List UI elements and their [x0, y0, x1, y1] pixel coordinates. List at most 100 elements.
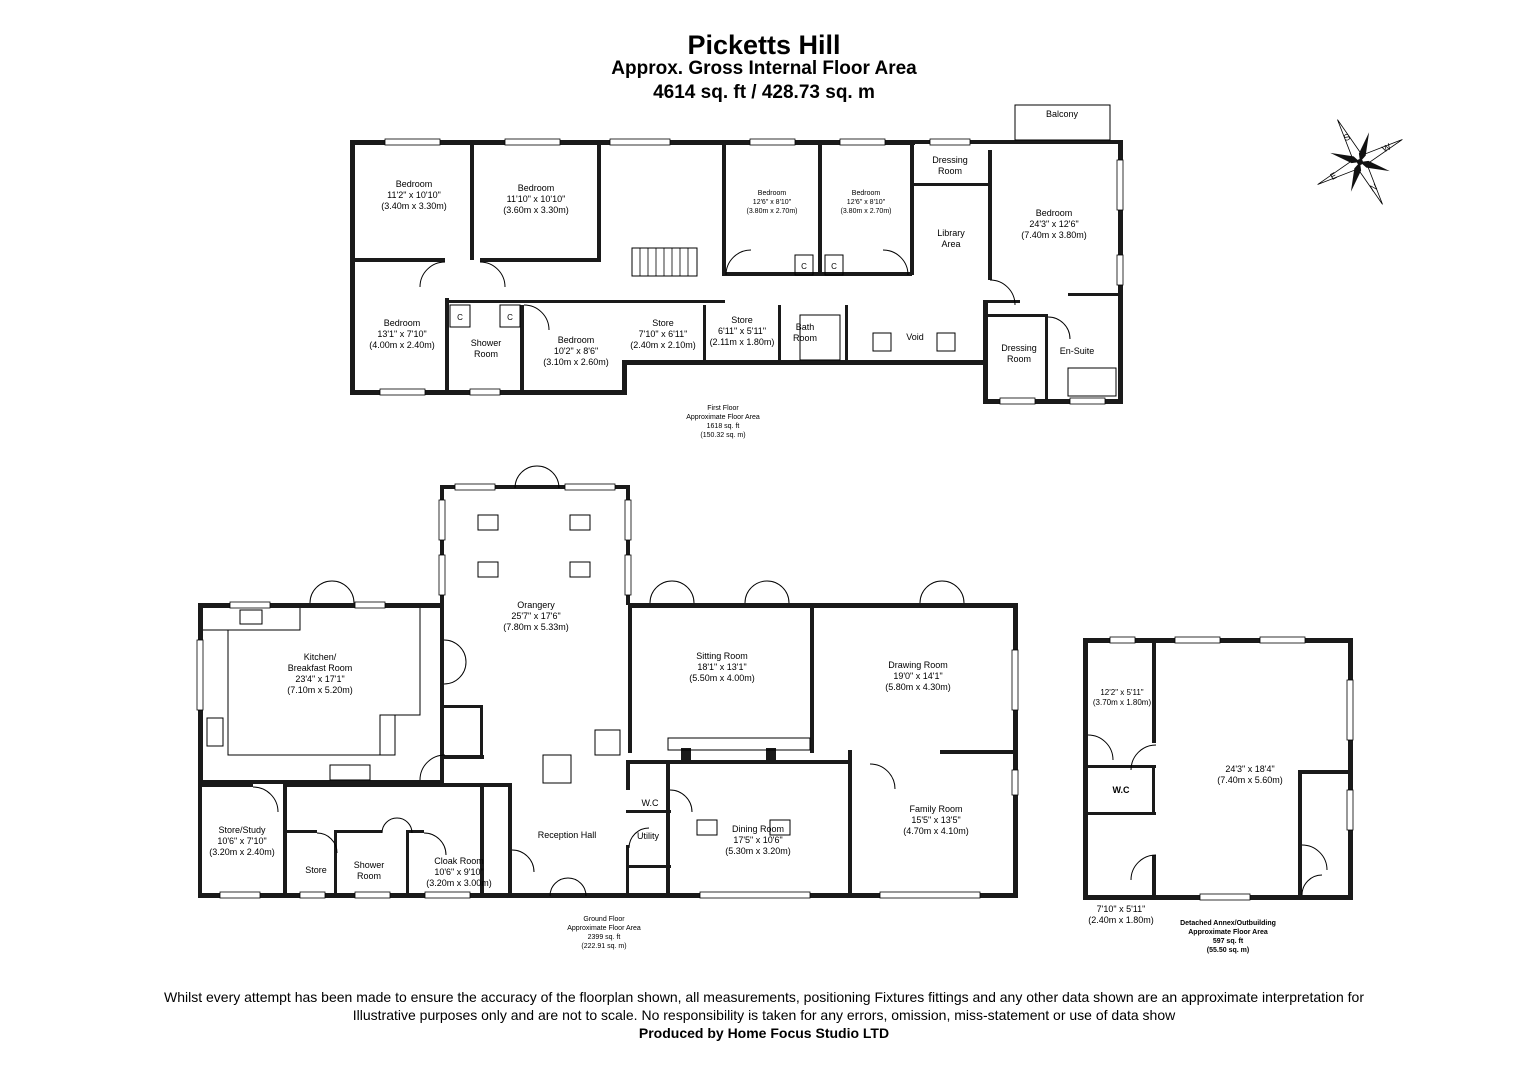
plan-subtitle: Approx. Gross Internal Floor Area: [611, 58, 917, 79]
annex-plan: [1083, 636, 1354, 901]
wall: [1068, 293, 1120, 296]
stair-treads: [639, 248, 689, 276]
door-swing: [725, 249, 752, 276]
wall: [440, 608, 444, 783]
window: [454, 483, 496, 491]
door-swing: [1130, 744, 1157, 771]
window: [424, 891, 471, 899]
wall: [628, 603, 632, 753]
door-swing: [628, 827, 650, 849]
skylight: [569, 514, 591, 531]
wall: [1298, 770, 1302, 900]
wall: [703, 305, 706, 362]
cupboard-box: [824, 254, 844, 276]
door-swing: [381, 817, 413, 834]
wall: [626, 485, 630, 605]
door-swing: [1047, 316, 1071, 340]
sink: [239, 609, 263, 625]
wall: [1348, 638, 1353, 900]
wall: [406, 830, 424, 833]
window: [1116, 159, 1124, 211]
wall: [520, 305, 524, 393]
door-swing: [309, 580, 355, 604]
wall: [337, 830, 382, 833]
door-swing: [649, 580, 695, 604]
wall: [1013, 603, 1018, 895]
window: [609, 138, 671, 146]
window: [929, 138, 971, 146]
staircase: [594, 729, 621, 756]
island: [379, 714, 396, 756]
window: [749, 138, 796, 146]
window: [839, 138, 886, 146]
window: [1116, 254, 1124, 286]
wall: [444, 705, 482, 708]
wall: [983, 300, 988, 404]
wall: [766, 748, 776, 760]
wall: [287, 830, 317, 833]
door-swing: [549, 877, 587, 897]
window: [379, 388, 426, 396]
room-label-void: Void: [906, 332, 924, 342]
cupboard-label: C: [507, 313, 513, 322]
wall: [626, 845, 629, 895]
compass-s: S: [1342, 131, 1352, 143]
wall: [445, 300, 725, 303]
door-swing: [443, 639, 467, 685]
window: [384, 138, 441, 146]
room-label-wc: W.C: [642, 798, 659, 808]
wall: [480, 783, 510, 787]
door-swing: [523, 304, 550, 331]
wall: [445, 298, 449, 393]
door-swing: [1087, 734, 1114, 761]
window: [438, 554, 446, 596]
window: [229, 601, 271, 609]
annex-labels: 12'2" x 5'11"(3.70m x 1.80m) 24'3" x 18'…: [1088, 688, 1283, 954]
compass-e: E: [1329, 170, 1339, 182]
door-swing: [1301, 874, 1323, 896]
cupboard-box: [499, 304, 521, 328]
door-swing: [1301, 844, 1328, 871]
hob: [206, 717, 224, 747]
wall: [845, 305, 848, 365]
wall: [722, 140, 726, 275]
room-label-utility: Utility: [637, 831, 659, 841]
wall: [406, 830, 409, 895]
wall: [508, 783, 512, 895]
wall: [440, 485, 630, 489]
wall: [480, 705, 483, 757]
wall: [910, 140, 914, 275]
annex-room-label-wc: W.C: [1113, 785, 1130, 795]
wall: [681, 748, 691, 760]
wall: [198, 783, 202, 898]
wall: [597, 140, 601, 262]
staircase: [631, 247, 698, 277]
wall: [626, 760, 848, 764]
compass-rose: S N E W: [1317, 119, 1403, 205]
wall: [283, 783, 287, 895]
wall: [1083, 638, 1088, 900]
ground-floor-plan: [196, 465, 1019, 899]
skylight: [872, 332, 892, 352]
island: [329, 764, 371, 781]
bathtub: [799, 314, 841, 361]
window: [624, 499, 632, 541]
wall: [444, 755, 484, 759]
room-label-ensuite: En-Suite: [1060, 346, 1095, 356]
